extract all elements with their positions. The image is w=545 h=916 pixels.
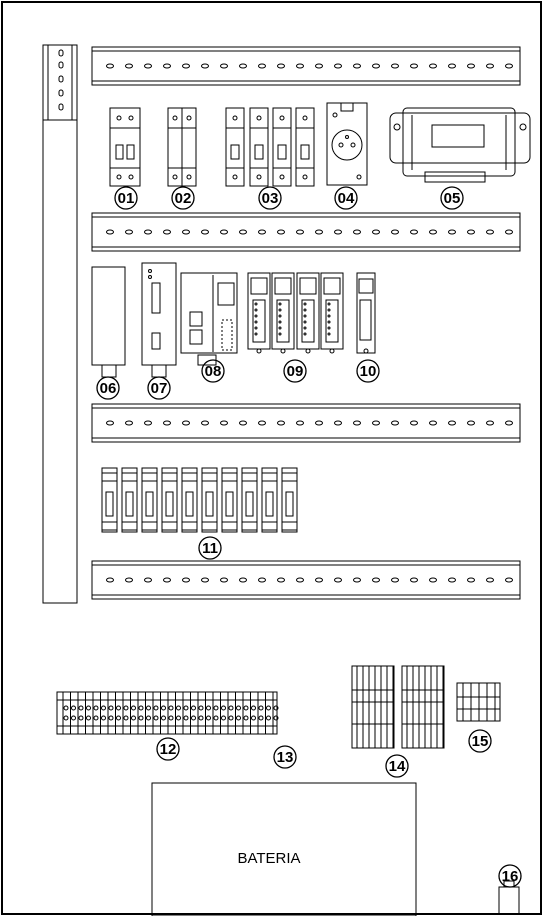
relay <box>121 467 138 533</box>
svg-text:12: 12 <box>160 741 177 758</box>
terminal-block-group <box>351 665 395 749</box>
terminal-block-group <box>456 682 501 722</box>
io-module <box>247 272 271 354</box>
svg-text:01: 01 <box>118 190 135 207</box>
marker-15: 15 <box>468 729 492 753</box>
svg-text:05: 05 <box>444 190 461 207</box>
marker-16: 16 <box>498 864 522 888</box>
marker-02: 02 <box>171 186 195 210</box>
marker-04: 04 <box>334 186 358 210</box>
svg-text:06: 06 <box>100 380 117 397</box>
marker-11: 11 <box>198 536 222 560</box>
marker-07: 07 <box>147 376 171 400</box>
io-module <box>271 272 295 354</box>
component-12-terminal-strip <box>56 691 279 735</box>
marker-08: 08 <box>201 359 225 383</box>
terminal-block-group <box>401 665 445 749</box>
number-markers: 01 02 03 04 05 06 07 08 09 10 11 12 13 14 15 16 <box>96 186 522 888</box>
vertical-cable-duct <box>42 44 78 604</box>
component-08-controller <box>180 272 238 366</box>
component-05-power-supply <box>389 107 531 183</box>
svg-text:04: 04 <box>338 190 355 207</box>
relay <box>101 467 118 533</box>
relay <box>261 467 278 533</box>
breaker-pole <box>272 107 292 187</box>
component-04-socket <box>326 102 368 186</box>
battery-label: BATERIA <box>237 850 300 867</box>
marker-03: 03 <box>258 186 282 210</box>
svg-text:13: 13 <box>277 749 294 766</box>
svg-text:16: 16 <box>502 868 519 885</box>
component-02-switch <box>167 107 197 187</box>
breaker-pole <box>249 107 269 187</box>
marker-12: 12 <box>156 737 180 761</box>
component-09-io-modules <box>247 272 344 354</box>
io-module <box>320 272 344 354</box>
relay <box>161 467 178 533</box>
din-rails <box>91 46 521 600</box>
marker-14: 14 <box>385 754 409 778</box>
marker-06: 06 <box>96 376 120 400</box>
din-rail <box>91 46 521 86</box>
din-rail <box>91 403 521 443</box>
relay <box>141 467 158 533</box>
relay <box>181 467 198 533</box>
svg-text:02: 02 <box>175 190 192 207</box>
breaker-pole <box>295 107 315 187</box>
io-module <box>296 272 320 354</box>
din-rail <box>91 560 521 600</box>
marker-13: 13 <box>273 745 297 769</box>
component-14-terminal-blocks <box>351 665 445 749</box>
relay <box>221 467 238 533</box>
svg-text:07: 07 <box>151 380 168 397</box>
svg-text:09: 09 <box>287 363 304 380</box>
svg-text:08: 08 <box>205 363 222 380</box>
svg-text:10: 10 <box>360 363 377 380</box>
din-rail <box>91 212 521 252</box>
component-03-breakers <box>225 107 315 187</box>
component-01-breaker <box>109 107 141 187</box>
battery-outline <box>151 782 417 916</box>
svg-text:14: 14 <box>389 758 406 775</box>
terminal-strip-body <box>56 691 279 735</box>
component-15-terminal-blocks <box>456 682 501 722</box>
marker-10: 10 <box>356 359 380 383</box>
svg-text:03: 03 <box>262 190 279 207</box>
relay <box>201 467 218 533</box>
relay <box>241 467 258 533</box>
component-07-module <box>141 262 177 378</box>
breaker-pole <box>225 107 245 187</box>
svg-text:15: 15 <box>472 733 489 750</box>
svg-text:11: 11 <box>202 540 218 557</box>
component-11-relays <box>101 467 298 533</box>
component-06-module <box>91 266 126 378</box>
relay <box>281 467 298 533</box>
marker-01: 01 <box>114 186 138 210</box>
marker-05: 05 <box>440 186 464 210</box>
marker-09: 09 <box>283 359 307 383</box>
component-10-module <box>356 272 376 354</box>
